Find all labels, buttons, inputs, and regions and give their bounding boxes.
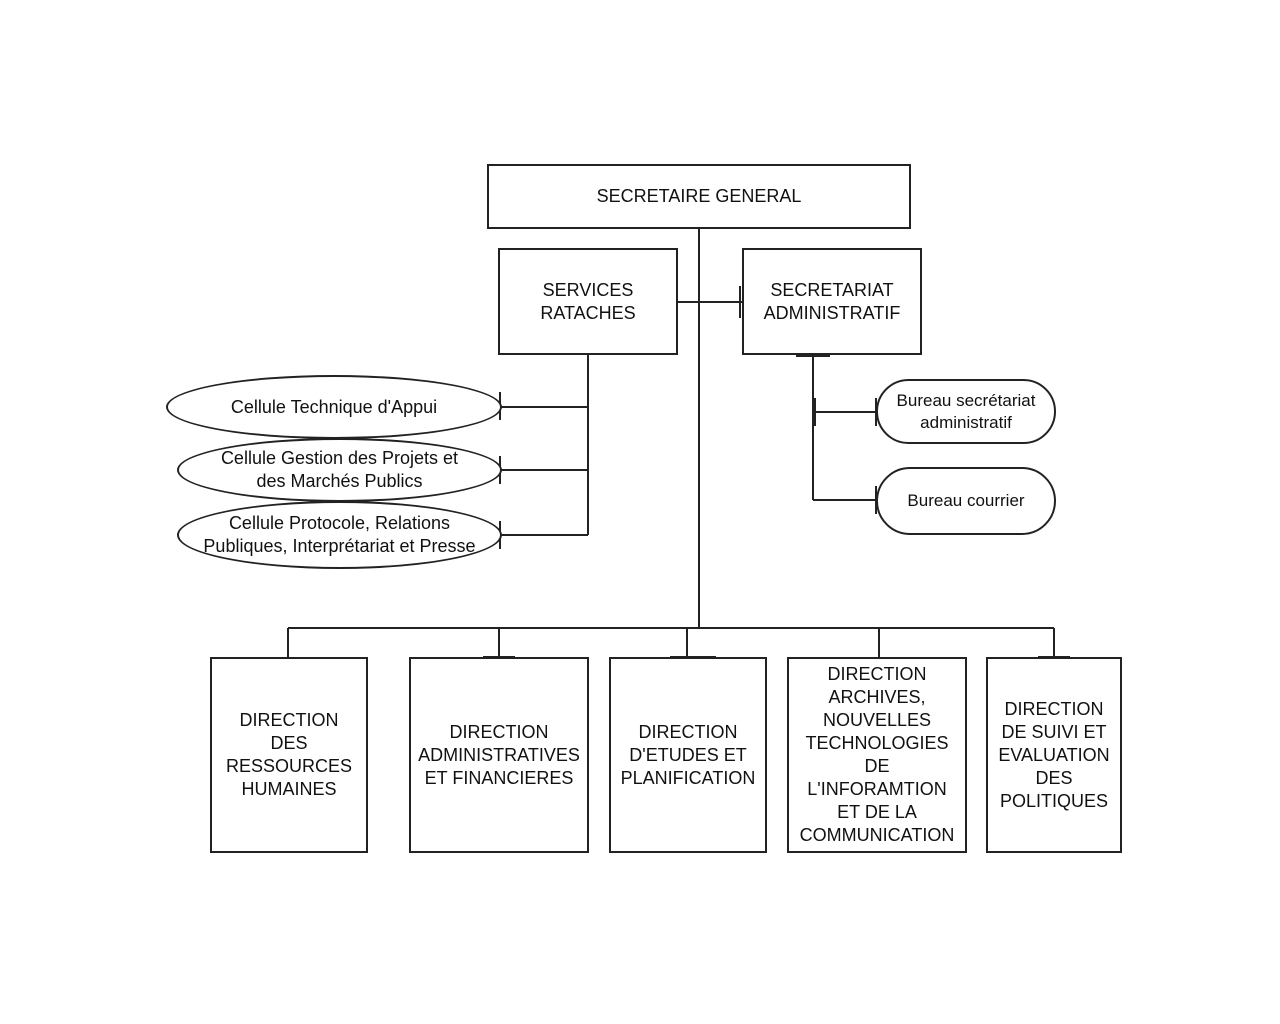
direction-suivi-evaluation: DIRECTION DE SUIVI ET EVALUATION DES POL… <box>986 657 1122 853</box>
direction-archives-ntic: DIRECTION ARCHIVES, NOUVELLES TECHNOLOGI… <box>787 657 967 853</box>
cell-protocole: Cellule Protocole, Relations Publiques, … <box>177 501 502 569</box>
direction-ressources-humaines: DIRECTION DES RESSOURCES HUMAINES <box>210 657 368 853</box>
direction-administratives-financieres: DIRECTION ADMINISTRATIVES ET FINANCIERES <box>409 657 589 853</box>
secretariat-admin-box: SECRETARIAT ADMINISTRATIF <box>742 248 922 355</box>
bureau-courrier: Bureau courrier <box>876 467 1056 535</box>
direction-etudes-planification: DIRECTION D'ETUDES ET PLANIFICATION <box>609 657 767 853</box>
secretary-general-box: SECRETAIRE GENERAL <box>487 164 911 229</box>
services-ratache-box: SERVICES RATACHES <box>498 248 678 355</box>
cell-technique-appui: Cellule Technique d'Appui <box>166 375 502 439</box>
bureau-secretariat: Bureau secrétariat administratif <box>876 379 1056 444</box>
cell-gestion-projets: Cellule Gestion des Projets et des March… <box>177 438 502 502</box>
